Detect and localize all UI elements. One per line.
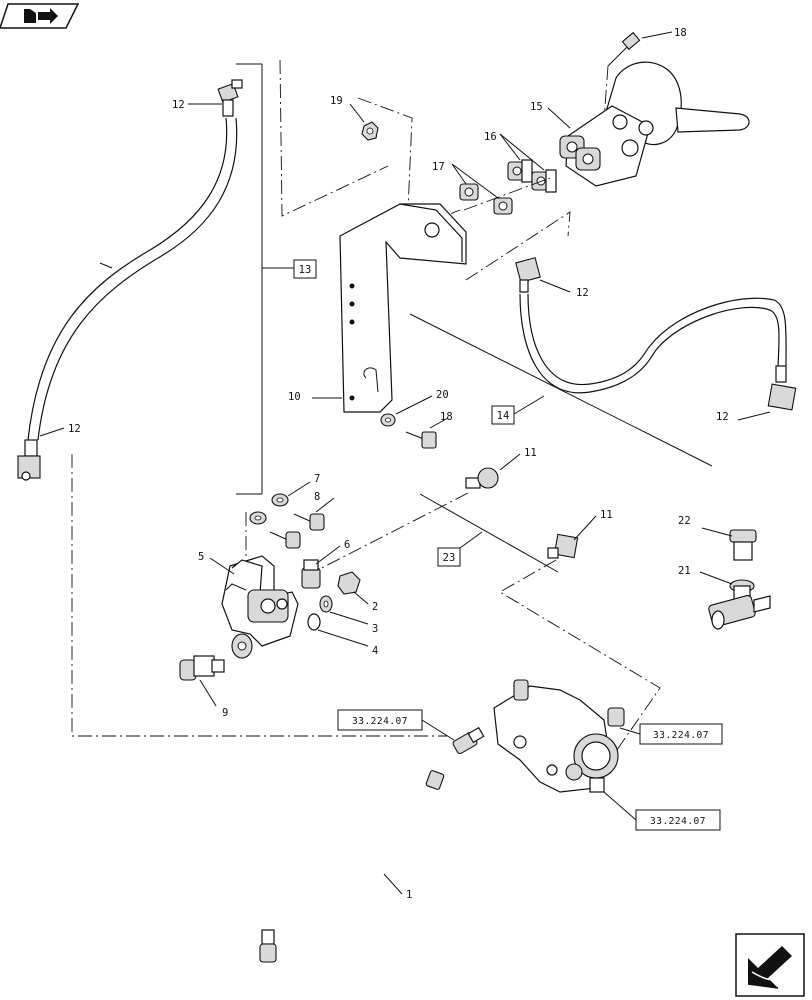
right-hose-assembly bbox=[515, 257, 797, 411]
bolt-8 bbox=[293, 513, 325, 531]
washer-20 bbox=[380, 413, 396, 427]
callout-5: 5 bbox=[198, 551, 204, 563]
callout-17: 17 bbox=[432, 161, 445, 173]
plug-2 bbox=[337, 571, 361, 595]
callout-1: 1 bbox=[406, 889, 412, 901]
reference-left: 33.224.07 bbox=[352, 716, 408, 727]
valve-15 bbox=[559, 61, 750, 187]
pump-assembly bbox=[493, 679, 625, 793]
tee-fitting-21 bbox=[708, 579, 771, 630]
callout-2: 2 bbox=[372, 601, 378, 613]
screw-18-top bbox=[607, 31, 641, 67]
callout-23: 23 bbox=[443, 552, 456, 564]
hose-1 bbox=[259, 770, 445, 963]
callout-9: 9 bbox=[222, 707, 228, 719]
reference-box-right-top[interactable]: 33.224.07 bbox=[639, 723, 723, 745]
mounting-bracket-10 bbox=[339, 203, 467, 413]
screw-7 bbox=[271, 493, 289, 507]
washer-4 bbox=[307, 613, 321, 631]
callout-7: 7 bbox=[314, 473, 320, 485]
assembly-bracket-13 bbox=[236, 63, 294, 495]
callout-14: 14 bbox=[497, 410, 510, 422]
reference-right-top: 33.224.07 bbox=[653, 730, 709, 741]
book-with-arrow-icon[interactable] bbox=[0, 3, 80, 29]
callout-4: 4 bbox=[372, 645, 378, 657]
callout-20: 20 bbox=[436, 389, 449, 401]
fitting-22 bbox=[729, 529, 757, 561]
nut-19 bbox=[361, 121, 379, 141]
washer-7b bbox=[249, 511, 267, 525]
reference-box-right-bottom[interactable]: 33.224.07 bbox=[635, 809, 721, 831]
callout-6: 6 bbox=[344, 539, 350, 551]
fittings-17 bbox=[459, 183, 513, 215]
valve-5 bbox=[221, 555, 299, 659]
callout-14-box: 14 bbox=[491, 405, 515, 425]
fitting-6 bbox=[301, 559, 321, 589]
reference-box-left[interactable]: 33.224.07 bbox=[337, 709, 423, 731]
callout-13: 13 bbox=[299, 264, 312, 276]
callout-21: 21 bbox=[678, 565, 691, 577]
callout-23-box: 23 bbox=[437, 547, 461, 567]
callout-12-bottom-left: 12 bbox=[68, 423, 81, 435]
callout-15: 15 bbox=[530, 101, 543, 113]
callout-3: 3 bbox=[372, 623, 378, 635]
callout-12-right-top: 12 bbox=[576, 287, 589, 299]
callout-13-box: 13 bbox=[293, 259, 317, 279]
bolt-18 bbox=[405, 431, 437, 449]
arrow-to-next-page-icon[interactable] bbox=[735, 933, 805, 997]
callout-18-top: 18 bbox=[674, 27, 687, 39]
washer-3 bbox=[319, 595, 333, 613]
fittings-16 bbox=[507, 159, 557, 193]
callout-12-right-bottom: 12 bbox=[716, 411, 729, 423]
bolt-8b bbox=[269, 531, 301, 549]
callout-11-bottom: 11 bbox=[600, 509, 613, 521]
hose-fitting bbox=[452, 726, 485, 755]
callout-22: 22 bbox=[678, 515, 691, 527]
callout-16: 16 bbox=[484, 131, 497, 143]
tube-assembly-23 bbox=[465, 467, 579, 559]
reference-right-bottom: 33.224.07 bbox=[650, 816, 706, 827]
callout-10: 10 bbox=[288, 391, 301, 403]
callout-11-top: 11 bbox=[524, 447, 537, 459]
callout-18-bolt: 18 bbox=[440, 411, 453, 423]
callout-19: 19 bbox=[330, 95, 343, 107]
left-hose-assembly bbox=[17, 79, 243, 481]
callout-12-top-left: 12 bbox=[172, 99, 185, 111]
fitting-9 bbox=[179, 655, 225, 681]
callout-8: 8 bbox=[314, 491, 320, 503]
